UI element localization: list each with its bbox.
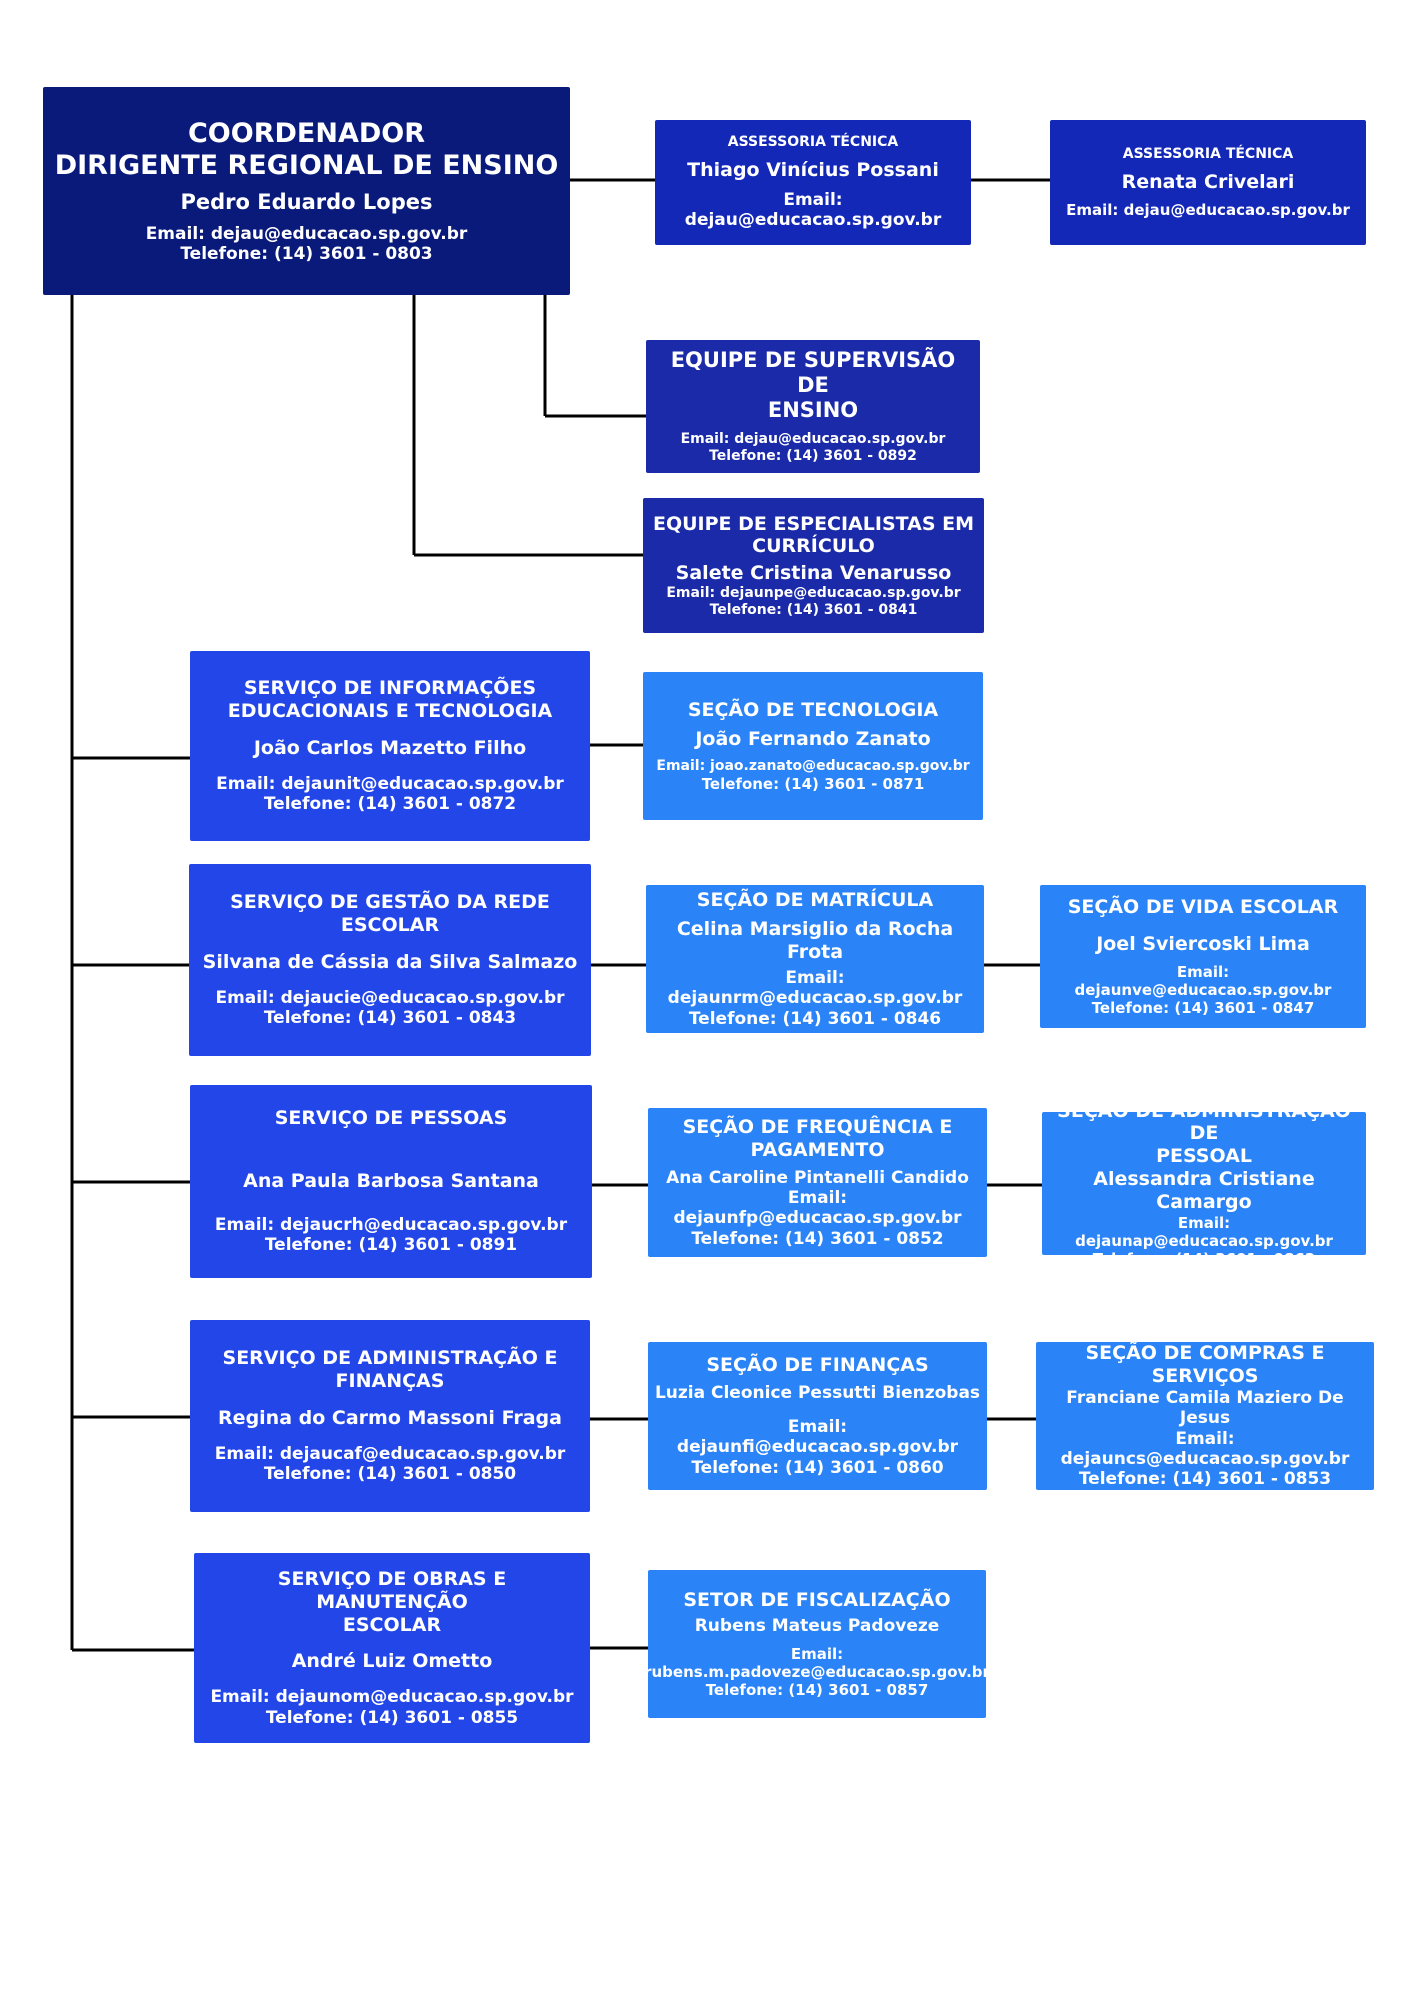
spes-name: Ana Paula Barbosa Santana (243, 1170, 539, 1193)
supervisao-title: EQUIPE DE SUPERVISÃO DE (670, 347, 956, 398)
secao-vida-escolar-email: Email: dejaunve@educacao.sp.gov.br (1074, 963, 1332, 1000)
secao-vida-escolar-title: SEÇÃO DE VIDA ESCOLAR (1067, 895, 1339, 918)
servico-pessoas-box: SERVIÇO DE PESSOAS Ana Paula Barbosa San… (190, 1085, 592, 1278)
servico-gestao-rede-box: SERVIÇO DE GESTÃO DA REDE ESCOLAR Silvan… (189, 864, 591, 1056)
secao-compras-title: SEÇÃO DE COMPRAS E (1085, 1342, 1325, 1365)
secao-frequencia-email: Email: dejaunfp@educacao.sp.gov.br (673, 1187, 962, 1229)
secao-compras-subtitle: SERVIÇOS (1151, 1365, 1259, 1388)
sgre-email: Email: dejaucie@educacao.sp.gov.br (215, 987, 565, 1008)
especialistas-email: Email: dejaunpe@educacao.sp.gov.br (666, 584, 961, 601)
secao-vida-escolar-phone: Telefone: (14) 3601 - 0847 (1091, 999, 1315, 1018)
especialistas-name: Salete Cristina Venarusso (675, 562, 952, 585)
secao-adm-pessoal-email: Email: dejaunap@educacao.sp.gov.br (1075, 1213, 1333, 1250)
coordinator-name: Pedro Eduardo Lopes (180, 190, 433, 215)
secao-tecnologia-email: Email: joao.zanato@educacao.sp.gov.br (656, 758, 970, 775)
setor-fiscalizacao-title: SETOR DE FISCALIZAÇÃO (683, 1589, 951, 1612)
assessoria-1-name: Thiago Vinícius Possani (687, 159, 939, 182)
assessoria-2-email: Email: dejau@educacao.sp.gov.br (1066, 201, 1350, 220)
sgre-title: SERVIÇO DE GESTÃO DA REDE (230, 891, 550, 914)
sgre-subtitle: ESCOLAR (340, 914, 440, 937)
somesc-phone: Telefone: (14) 3601 - 0855 (265, 1707, 519, 1728)
secao-adm-pessoal-phone: Telefone: (14) 3601 - 0862 (1092, 1249, 1316, 1268)
coordinator-subtitle: DIRIGENTE REGIONAL DE ENSINO (54, 150, 559, 182)
somesc-name: André Luiz Ometto (291, 1650, 493, 1673)
saf-email: Email: dejaucaf@educacao.sp.gov.br (214, 1443, 566, 1464)
assessoria-1-title: ASSESSORIA TÉCNICA (727, 134, 899, 151)
seit-email: Email: dejaunit@educacao.sp.gov.br (216, 773, 564, 794)
especialistas-phone: Telefone: (14) 3601 - 0841 (709, 601, 918, 618)
secao-matricula-email: Email: dejaunrm@educacao.sp.gov.br (667, 967, 963, 1009)
secao-compras-name: Franciane Camila Maziero De Jesus (1066, 1387, 1344, 1429)
saf-phone: Telefone: (14) 3601 - 0850 (263, 1464, 517, 1485)
somesc-subtitle: ESCOLAR (342, 1613, 442, 1636)
secao-financas-box: SEÇÃO DE FINANÇAS Luzia Cleonice Pessutt… (648, 1342, 987, 1490)
setor-fiscalizacao-name: Rubens Mateus Padoveze (694, 1616, 940, 1637)
supervisao-email: Email: dejau@educacao.sp.gov.br (680, 431, 946, 448)
secao-administracao-pessoal-box: SEÇÃO DE ADMINISTRAÇÃO DE PESSOAL Alessa… (1042, 1100, 1366, 1268)
supervisao-phone: Telefone: (14) 3601 - 0892 (709, 448, 917, 465)
assessoria-tecnica-1-box: ASSESSORIA TÉCNICA Thiago Vinícius Possa… (655, 120, 971, 245)
secao-financas-email: Email: dejaunfi@educacao.sp.gov.br (676, 1417, 959, 1458)
somesc-email: Email: dejaunom@educacao.sp.gov.br (210, 1687, 574, 1708)
secao-tecnologia-name: João Fernando Zanato (695, 727, 931, 750)
seit-name: João Carlos Mazetto Filho (253, 737, 527, 759)
spes-email: Email: dejaucrh@educacao.sp.gov.br (214, 1214, 568, 1235)
coordinator-phone: Telefone: (14) 3601 - 0803 (180, 243, 433, 264)
saf-name: Regina do Carmo Massoni Fraga (218, 1407, 562, 1429)
setor-fiscalizacao-email: rubens.m.padoveze@educacao.sp.gov.br (644, 1662, 990, 1681)
saf-title: SERVIÇO DE ADMINISTRAÇÃO E (222, 1347, 558, 1370)
secao-compras-phone: Telefone: (14) 3601 - 0853 (1078, 1469, 1332, 1490)
saf-subtitle: FINANÇAS (335, 1370, 445, 1393)
secao-compras-email: Email: dejauncs@educacao.sp.gov.br (1060, 1428, 1350, 1469)
coordinator-box: COORDENADOR DIRIGENTE REGIONAL DE ENSINO… (43, 87, 570, 295)
secao-adm-pessoal-title: SEÇÃO DE ADMINISTRAÇÃO DE (1057, 1099, 1351, 1145)
secao-adm-pessoal-name: Alessandra Cristiane Camargo (1093, 1167, 1315, 1213)
secao-vida-escolar-box: SEÇÃO DE VIDA ESCOLAR Joel Sviercoski Li… (1040, 885, 1366, 1028)
secao-tecnologia-phone: Telefone: (14) 3601 - 0871 (701, 775, 925, 794)
secao-frequencia-name: Ana Caroline Pintanelli Candido (666, 1167, 969, 1188)
assessoria-1-email: Email: dejau@educacao.sp.gov.br (684, 189, 942, 231)
sgre-phone: Telefone: (14) 3601 - 0843 (263, 1008, 517, 1029)
secao-financas-title: SEÇÃO DE FINANÇAS (706, 1353, 929, 1376)
seit-subtitle: EDUCACIONAIS E TECNOLOGIA (227, 700, 553, 723)
spes-title: SERVIÇO DE PESSOAS (274, 1107, 508, 1130)
servico-obras-manutencao-box: SERVIÇO DE OBRAS E MANUTENÇÃO ESCOLAR An… (194, 1553, 590, 1743)
secao-matricula-phone: Telefone: (14) 3601 - 0846 (688, 1008, 942, 1029)
setor-fiscalizacao-email-label: Email: (790, 1644, 844, 1663)
secao-frequencia-box: SEÇÃO DE FREQUÊNCIA E PAGAMENTO Ana Caro… (648, 1108, 987, 1257)
secao-frequencia-phone: Telefone: (14) 3601 - 0852 (691, 1228, 944, 1249)
secao-matricula-title: SEÇÃO DE MATRÍCULA (696, 889, 934, 911)
supervisao-subtitle: ENSINO (767, 398, 859, 423)
equipe-supervisao-box: EQUIPE DE SUPERVISÃO DE ENSINO Email: de… (646, 340, 980, 473)
secao-tecnologia-box: SEÇÃO DE TECNOLOGIA João Fernando Zanato… (643, 672, 983, 820)
servico-administracao-financas-box: SERVIÇO DE ADMINISTRAÇÃO E FINANÇAS Regi… (190, 1320, 590, 1512)
assessoria-2-name: Renata Crivelari (1121, 170, 1295, 193)
coordinator-email: Email: dejau@educacao.sp.gov.br (145, 223, 468, 244)
secao-compras-servicos-box: SEÇÃO DE COMPRAS E SERVIÇOS Franciane Ca… (1036, 1342, 1374, 1490)
secao-tecnologia-title: SEÇÃO DE TECNOLOGIA (687, 698, 939, 721)
secao-frequencia-title: SEÇÃO DE FREQUÊNCIA E (682, 1115, 953, 1138)
servico-informacoes-box: SERVIÇO DE INFORMAÇÕES EDUCACIONAIS E TE… (190, 651, 590, 841)
secao-matricula-name: Celina Marsiglio da Rocha Frota (676, 918, 954, 964)
seit-phone: Telefone: (14) 3601 - 0872 (263, 794, 517, 815)
equipe-especialistas-box: EQUIPE DE ESPECIALISTAS EM CURRÍCULO Sal… (643, 498, 984, 633)
assessoria-2-title: ASSESSORIA TÉCNICA (1122, 145, 1294, 162)
secao-financas-name: Luzia Cleonice Pessutti Bienzobas (654, 1382, 981, 1403)
secao-vida-escolar-name: Joel Sviercoski Lima (1096, 932, 1310, 955)
seit-title: SERVIÇO DE INFORMAÇÕES (243, 677, 537, 700)
setor-fiscalizacao-phone: Telefone: (14) 3601 - 0857 (705, 1680, 929, 1699)
spes-phone: Telefone: (14) 3601 - 0891 (264, 1235, 518, 1256)
setor-fiscalizacao-box: SETOR DE FISCALIZAÇÃO Rubens Mateus Pado… (644, 1570, 990, 1718)
secao-matricula-box: SEÇÃO DE MATRÍCULA Celina Marsiglio da R… (646, 885, 984, 1033)
especialistas-title: EQUIPE DE ESPECIALISTAS EM (652, 512, 975, 535)
secao-financas-phone: Telefone: (14) 3601 - 0860 (691, 1457, 944, 1478)
somesc-title: SERVIÇO DE OBRAS E MANUTENÇÃO (277, 1568, 507, 1613)
especialistas-subtitle: CURRÍCULO (752, 535, 875, 558)
secao-adm-pessoal-subtitle: PESSOAL (1156, 1145, 1252, 1168)
sgre-name: Silvana de Cássia da Silva Salmazo (202, 951, 578, 973)
assessoria-tecnica-2-box: ASSESSORIA TÉCNICA Renata Crivelari Emai… (1050, 120, 1366, 245)
coordinator-title: COORDENADOR (187, 117, 425, 149)
secao-frequencia-subtitle: PAGAMENTO (750, 1138, 885, 1161)
